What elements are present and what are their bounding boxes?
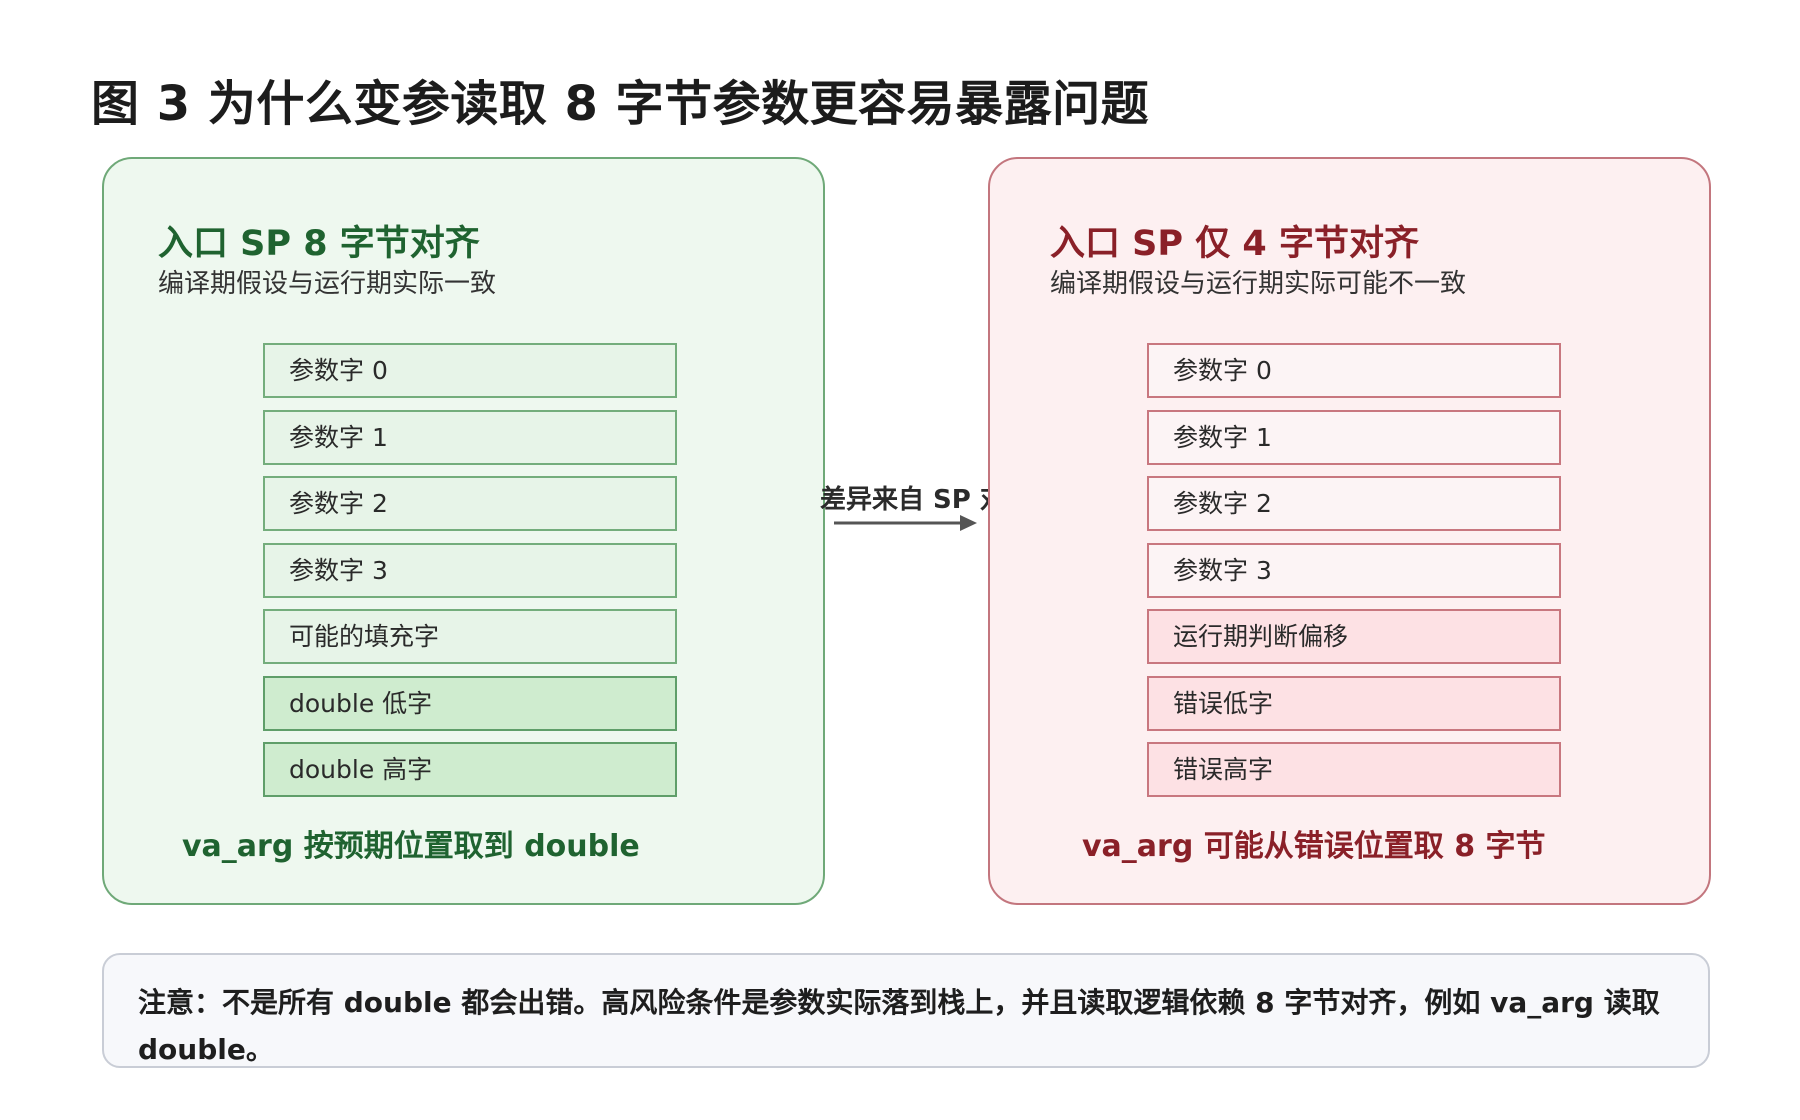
note-box: 注意：不是所有 double 都会出错。高风险条件是参数实际落到栈上，并且读取逻… (102, 953, 1710, 1068)
runtime-offset-word: 运行期判断偏移 (1147, 609, 1561, 664)
right-arrow-icon (834, 515, 977, 531)
padding-word: 可能的填充字 (263, 609, 677, 664)
misaligned-stack: 参数字 0 参数字 1 参数字 2 参数字 3 运行期判断偏移 错误低字 错误高… (1147, 343, 1561, 809)
aligned-8-byte-panel: 入口 SP 8 字节对齐 编译期假设与运行期实际一致 参数字 0 参数字 1 参… (102, 157, 825, 905)
stack-word: 参数字 3 (263, 542, 677, 598)
stack-word: 参数字 2 (263, 476, 677, 531)
figure-title: 图 3 为什么变参读取 8 字节参数更容易暴露问题 (91, 76, 1150, 132)
stack-word: 参数字 1 (263, 409, 677, 465)
misaligned-panel-footer: va_arg 可能从错误位置取 8 字节 (1082, 829, 1546, 864)
aligned-panel-title: 入口 SP 8 字节对齐 (158, 224, 480, 264)
aligned-panel-footer: va_arg 按预期位置取到 double (182, 829, 640, 864)
misaligned-panel-title: 入口 SP 仅 4 字节对齐 (1050, 224, 1419, 264)
stack-word: 参数字 3 (1147, 542, 1561, 598)
stack-word: 参数字 1 (1147, 409, 1561, 465)
misaligned-4-byte-panel: 入口 SP 仅 4 字节对齐 编译期假设与运行期实际可能不一致 参数字 0 参数… (988, 157, 1711, 905)
misaligned-panel-subtitle: 编译期假设与运行期实际可能不一致 (1050, 269, 1467, 299)
wrong-high-word: 错误高字 (1147, 742, 1561, 797)
stack-word: 参数字 0 (263, 343, 677, 398)
aligned-stack: 参数字 0 参数字 1 参数字 2 参数字 3 可能的填充字 double 低字… (263, 343, 677, 809)
double-high-word: double 高字 (263, 742, 677, 797)
aligned-panel-subtitle: 编译期假设与运行期实际一致 (158, 269, 497, 299)
double-low-word: double 低字 (263, 675, 677, 731)
stack-word: 参数字 0 (1147, 343, 1561, 398)
wrong-low-word: 错误低字 (1147, 675, 1561, 731)
stack-word: 参数字 2 (1147, 476, 1561, 531)
